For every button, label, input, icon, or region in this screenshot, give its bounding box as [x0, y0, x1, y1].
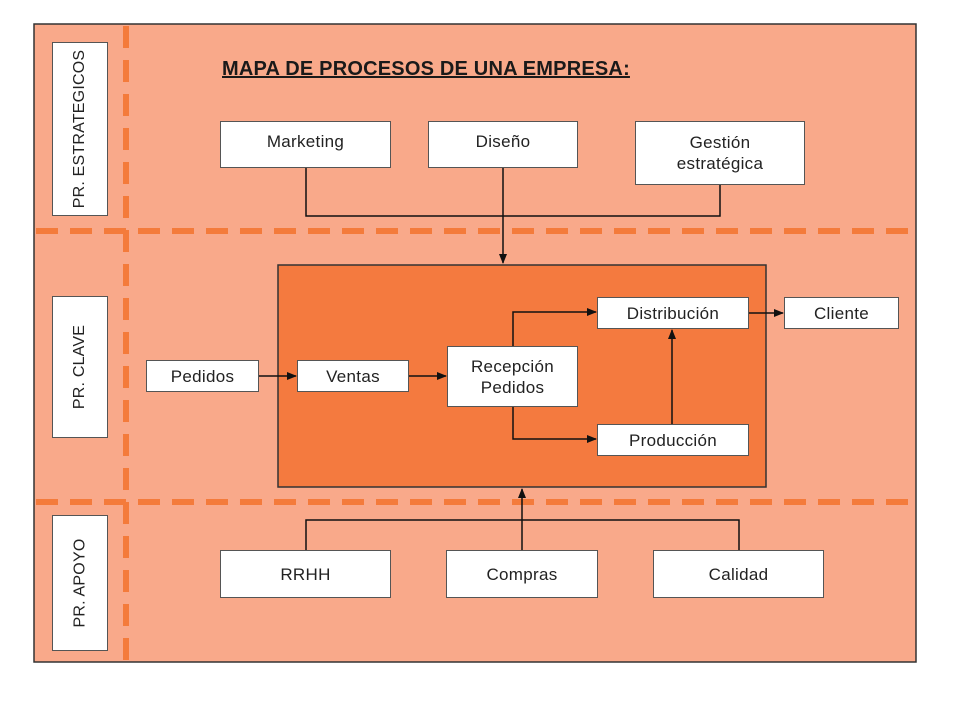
arrow-recepcion-produccion: [512, 407, 597, 443]
lane-label-key-text: PR. CLAVE: [71, 324, 89, 410]
node-pedidos: Pedidos: [146, 360, 259, 392]
node-recepcion-line1: Recepción: [470, 356, 555, 376]
lane-label-support-text: PR. APOYO: [71, 538, 89, 628]
diagram-title: MAPA DE PROCESOS DE UNA EMPRESA:: [222, 58, 630, 80]
node-rrhh: RRHH: [220, 550, 391, 598]
node-gestion-line1: Gestión: [689, 133, 751, 152]
node-gestion-estrategica: Gestión estratégica: [635, 121, 805, 185]
node-calidad: Calidad: [653, 550, 824, 598]
node-gestion-line2: estratégica: [676, 154, 764, 173]
node-recepcion-pedidos: Recepción Pedidos: [447, 346, 578, 407]
node-compras: Compras: [446, 550, 598, 598]
node-distribucion: Distribución: [597, 297, 749, 329]
lane-label-strategic-text: PR. ESTRATEGICOS: [71, 49, 89, 209]
node-produccion: Producción: [597, 424, 749, 456]
strategic-connector: [305, 168, 721, 217]
node-diseno: Diseño: [428, 121, 578, 168]
arrow-recepcion-distribucion: [512, 308, 597, 346]
node-cliente: Cliente: [784, 297, 899, 329]
node-marketing: Marketing: [220, 121, 391, 168]
lane-label-key: PR. CLAVE: [52, 296, 108, 438]
node-recepcion-line2: Pedidos: [480, 377, 545, 397]
lane-label-support: PR. APOYO: [52, 515, 108, 651]
lane-label-strategic: PR. ESTRATEGICOS: [52, 42, 108, 216]
node-ventas: Ventas: [297, 360, 409, 392]
